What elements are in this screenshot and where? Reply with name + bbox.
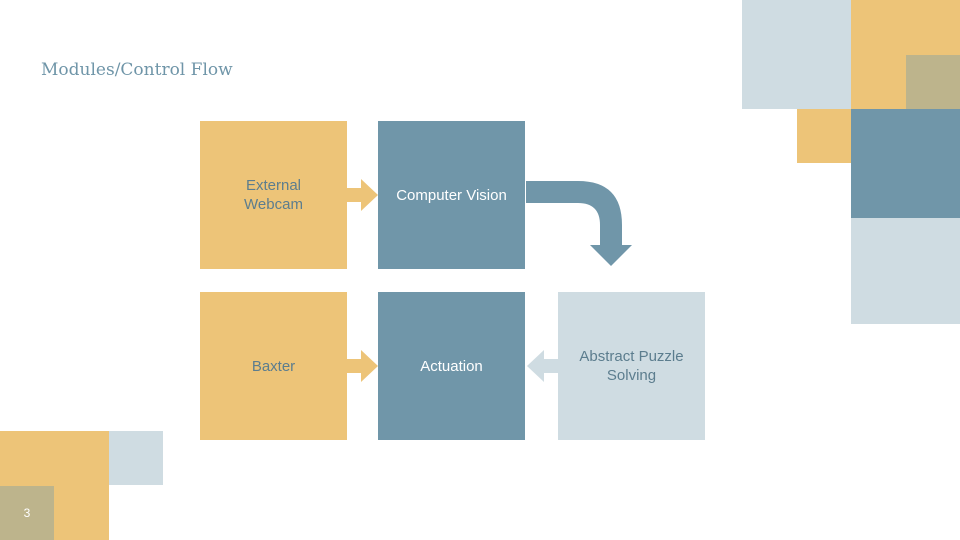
module-actuation: Actuation — [378, 292, 525, 440]
module-computer-vision: Computer Vision — [378, 121, 525, 269]
page-number: 3 — [0, 486, 54, 540]
decor-square-pale-top — [742, 0, 851, 109]
decor-square-gold-small — [797, 109, 851, 163]
module-external-webcam: External Webcam — [200, 121, 347, 269]
arrow-baxter-to-actuation — [347, 350, 378, 382]
module-abstract-puzzle-solving-line1: Abstract Puzzle — [579, 348, 684, 365]
module-external-webcam-line1: External — [245, 177, 301, 194]
module-external-webcam-line2: Webcam — [244, 196, 303, 213]
module-computer-vision-label: Computer Vision — [396, 186, 507, 204]
module-abstract-puzzle-solving-line2: Solving — [606, 367, 657, 384]
decor-square-steel — [851, 109, 960, 218]
arrow-puzzle-to-actuation — [527, 350, 558, 382]
decor-square-pale-bottom — [109, 431, 163, 485]
module-actuation-label: Actuation — [420, 357, 483, 375]
arrow-vision-to-puzzle — [526, 181, 632, 266]
decor-square-pale-right — [851, 218, 960, 324]
module-baxter: Baxter — [200, 292, 347, 440]
module-baxter-label: Baxter — [251, 357, 296, 375]
decor-square-khaki-top — [906, 55, 960, 109]
module-abstract-puzzle-solving: Abstract Puzzle Solving — [558, 292, 705, 440]
arrow-webcam-to-vision — [347, 179, 378, 211]
slide-title: Modules/Control Flow — [41, 60, 233, 80]
